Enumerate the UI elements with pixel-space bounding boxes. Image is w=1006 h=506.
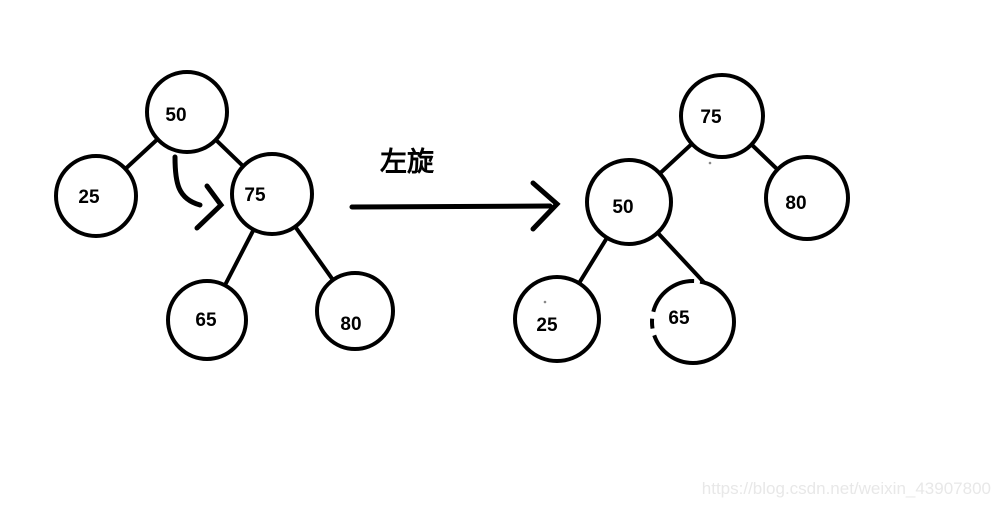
node-circle-80	[315, 271, 395, 351]
transition: 左旋	[349, 147, 561, 232]
node-circle-65	[650, 279, 736, 365]
paint-speck	[543, 300, 547, 304]
node-label: 75	[700, 107, 722, 128]
node-circle-50	[145, 70, 229, 154]
node-circle-50	[585, 158, 673, 246]
rotation-curve-arrow-icon	[172, 154, 225, 231]
node-circle-80	[764, 155, 850, 241]
node-circle-65	[166, 279, 248, 361]
rotation-curve	[172, 154, 203, 208]
transition-arrow-shaft	[349, 203, 553, 210]
right-arrow-icon	[349, 180, 561, 232]
node-label: 80	[785, 193, 806, 214]
node-circle-25	[513, 275, 601, 363]
node-label: 50	[165, 105, 186, 126]
node-circle-75	[230, 152, 314, 236]
node-label: 80	[340, 314, 361, 335]
node-label: 65	[668, 308, 690, 329]
operation-label: 左旋	[380, 147, 434, 178]
node-label: 65	[195, 310, 217, 331]
before-tree: 50 25 75 65 80	[54, 70, 395, 361]
node-circle-25	[54, 154, 138, 238]
transition-arrowhead	[530, 180, 561, 232]
node-label: 25	[78, 187, 100, 208]
node-label: 50	[612, 197, 633, 218]
rotation-curve-arrowhead	[194, 183, 225, 231]
node-circle-75	[679, 73, 765, 159]
node-label: 75	[244, 185, 266, 206]
after-tree: 75 50 80 25 65	[513, 73, 850, 365]
paint-speck	[708, 161, 712, 165]
watermark: https://blog.csdn.net/weixin_43907800	[702, 479, 991, 498]
node-label: 25	[536, 315, 558, 336]
